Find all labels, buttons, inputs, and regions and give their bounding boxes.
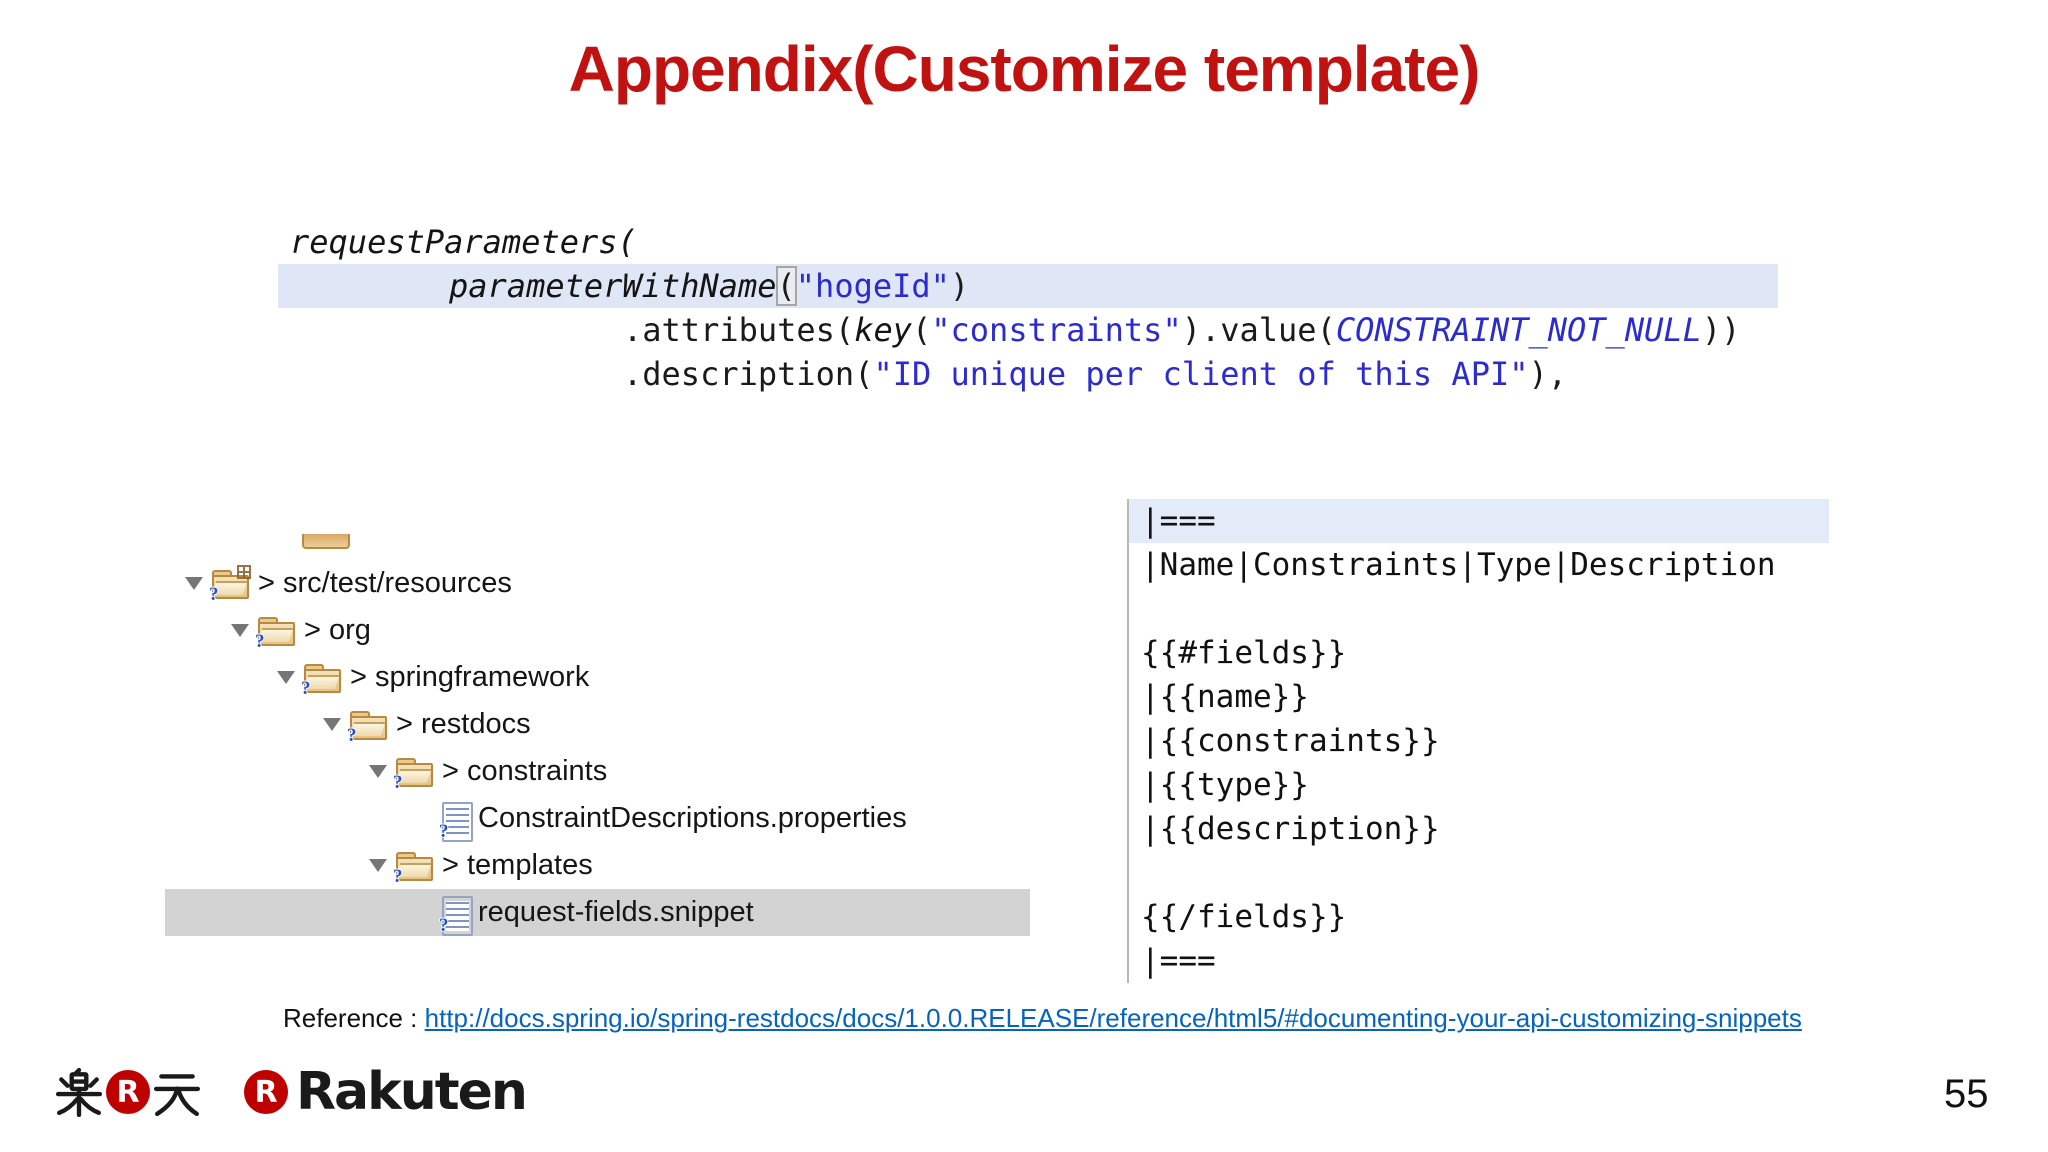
tree-item-label: request-fields.snippet <box>478 896 754 928</box>
source-folder-icon: ? <box>209 564 251 605</box>
tree-item-label: > constraints <box>442 755 608 787</box>
template-snippet-editor: |=== |Name|Constraints|Type|Description {{… <box>1127 499 1829 983</box>
code-line: .description("ID unique per client of th… <box>278 352 1778 396</box>
tree-item-src-test-resources[interactable]: ?> src/test/resources <box>165 560 1030 607</box>
snippet-line: {{#fields}} <box>1141 635 1347 671</box>
code-segment: "constraints" <box>931 311 1182 349</box>
tree-item-label: > org <box>304 614 371 646</box>
code-line: .attributes(key("constraints").value(CON… <box>278 308 1778 352</box>
kanji-ten-icon <box>152 1067 202 1117</box>
tree-item-label: ConstraintDescriptions.properties <box>478 802 907 834</box>
snippet-line: |{{name}} <box>1141 679 1309 715</box>
folder-icon: ? <box>393 851 433 887</box>
cropped-icon-fragment <box>302 534 350 549</box>
rakuten-r-badge-icon: R <box>244 1070 288 1114</box>
expand-triangle-icon[interactable] <box>369 859 387 872</box>
tree-item-templates[interactable]: ? > templates <box>165 842 1030 889</box>
expand-triangle-icon[interactable] <box>277 671 295 684</box>
tree-item-restdocs[interactable]: ? > restdocs <box>165 701 1030 748</box>
footer-branding: R R Rakuten <box>52 1062 528 1122</box>
code-segment: )) <box>1701 311 1741 349</box>
code-segment: CONSTRAINT_NOT_NULL <box>1335 311 1702 349</box>
code-segment: ).value( <box>1181 311 1336 349</box>
file-icon: ? <box>439 895 473 936</box>
tree-item-constraints[interactable]: ? > constraints <box>165 748 1030 795</box>
folder-icon: ? <box>393 757 433 793</box>
tree-item-constraintdescriptions-properties[interactable]: ?ConstraintDescriptions.properties <box>165 795 1030 842</box>
tree-item-label: > src/test/resources <box>258 567 512 599</box>
snippet-line <box>1129 587 1829 631</box>
code-segment: "ID unique per client of this API" <box>873 355 1529 393</box>
code-editor: requestParameters(parameterWithName("hog… <box>278 220 1778 396</box>
rakuten-wordmark: Rakuten <box>296 1062 528 1122</box>
file-icon: ? <box>439 801 473 842</box>
snippet-line: |=== <box>1129 499 1829 543</box>
snippet-line: |{{type}} <box>1141 767 1309 803</box>
code-segment: ), <box>1528 355 1568 393</box>
snippet-line: |Name|Constraints|Type|Description <box>1141 547 1776 583</box>
expand-triangle-icon[interactable] <box>185 577 203 590</box>
snippet-line: {{/fields}} <box>1141 899 1347 935</box>
code-segment: .attributes( <box>623 311 855 349</box>
tree-item-label: > restdocs <box>396 708 531 740</box>
snippet-line: |{{constraints}} <box>1141 723 1440 759</box>
snippet-line <box>1129 851 1829 895</box>
reference-label: Reference : <box>283 1003 425 1033</box>
kanji-raku-icon <box>54 1067 104 1117</box>
expand-triangle-icon[interactable] <box>323 718 341 731</box>
tree-item-org[interactable]: ? > org <box>165 607 1030 654</box>
folder-icon: ? <box>301 663 341 699</box>
tree-item-request-fields-snippet[interactable]: ?request-fields.snippet <box>165 889 1030 936</box>
expand-triangle-icon[interactable] <box>369 765 387 778</box>
folder-icon: ? <box>255 616 295 652</box>
page-title: Appendix(Customize template) <box>568 33 1481 105</box>
code-segment: ( <box>775 266 797 306</box>
reference-link[interactable]: http://docs.spring.io/spring-restdocs/do… <box>424 1003 1802 1033</box>
page-number: 55 <box>1944 1072 1989 1116</box>
expand-triangle-icon[interactable] <box>231 624 249 637</box>
rakuten-r-badge-icon: R <box>106 1070 150 1114</box>
code-segment: .description( <box>623 355 874 393</box>
rakuten-wordmark-logo: R Rakuten <box>244 1062 528 1122</box>
code-line: requestParameters( <box>278 220 1778 264</box>
tree-item-label: > springframework <box>350 661 590 693</box>
folder-icon: ? <box>347 710 387 746</box>
reference-line: Reference : http://docs.spring.io/spring… <box>283 1003 1802 1034</box>
code-segment: ( <box>911 311 932 349</box>
code-segment: parameterWithName <box>449 267 777 305</box>
snippet-line: |=== <box>1141 943 1216 979</box>
code-segment: "hogeId" <box>795 267 950 305</box>
code-segment: requestParameters( <box>290 223 637 261</box>
code-segment: ) <box>949 267 970 305</box>
snippet-line: |{{description}} <box>1141 811 1440 847</box>
tree-item-springframework[interactable]: ? > springframework <box>165 654 1030 701</box>
code-line: parameterWithName("hogeId") <box>278 264 1778 308</box>
rakuten-kanji-logo: R <box>52 1067 204 1117</box>
code-segment: key <box>854 311 912 349</box>
tree-item-label: > templates <box>442 849 593 881</box>
